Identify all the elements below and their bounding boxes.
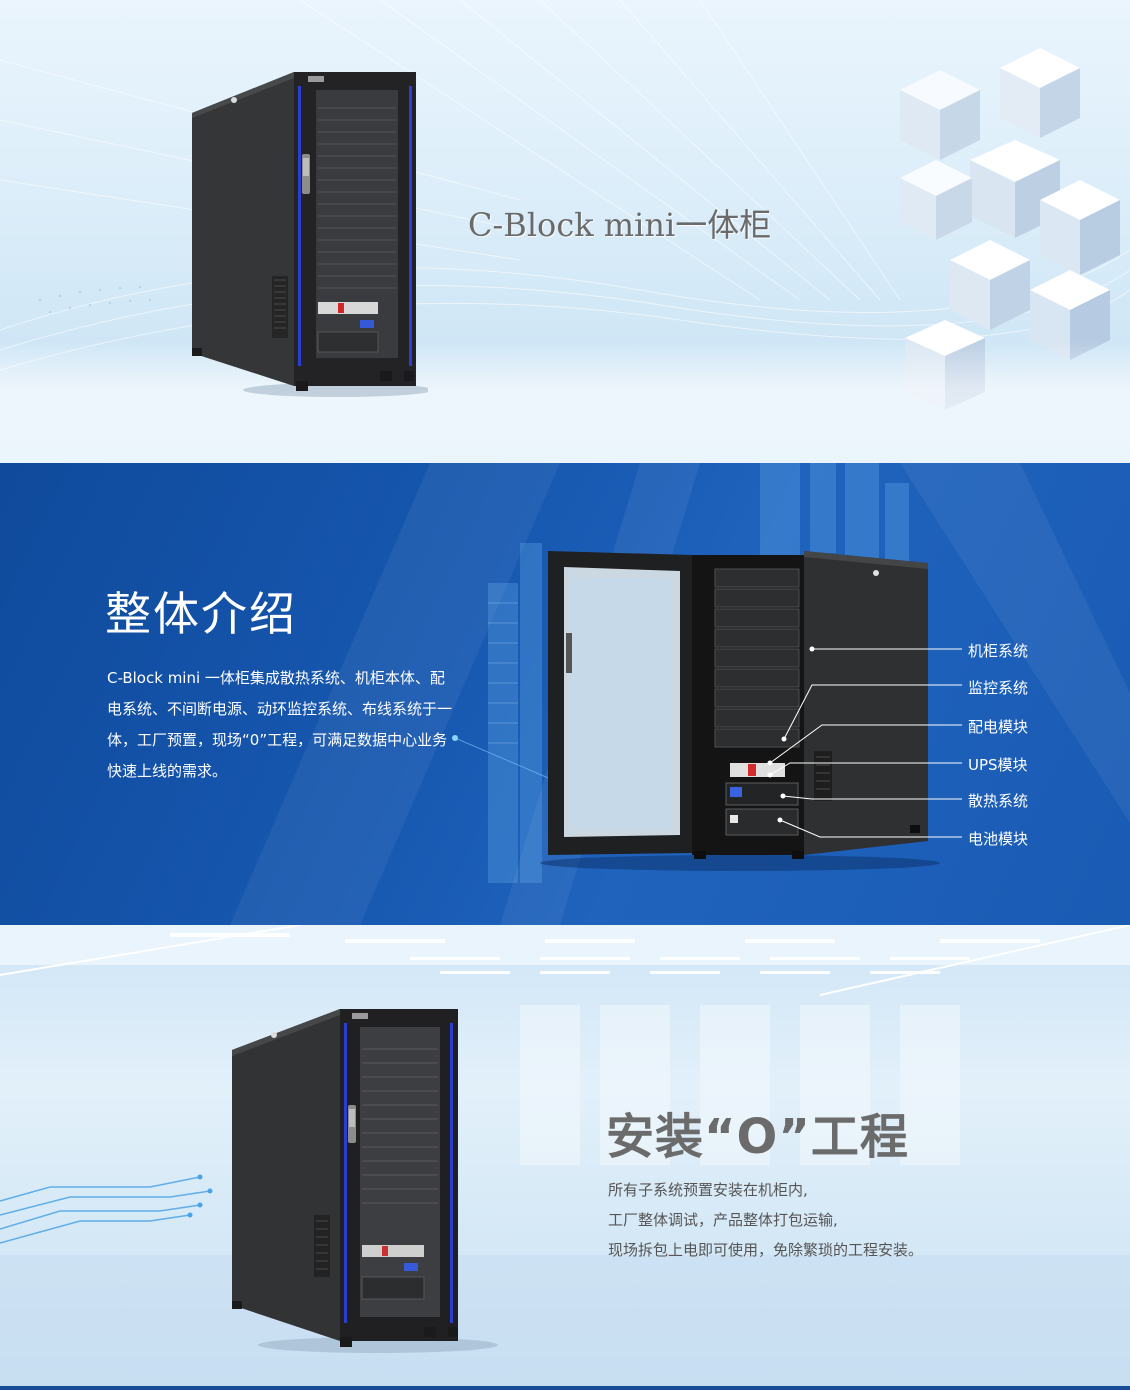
callout-label: 散热系统 bbox=[968, 792, 1029, 810]
bottom-divider bbox=[0, 1386, 1130, 1390]
callout-label: 机柜系统 bbox=[968, 642, 1029, 660]
callout-label: UPS模块 bbox=[968, 756, 1028, 774]
overview-title: 整体介绍 bbox=[105, 587, 297, 641]
overview-background-art bbox=[230, 463, 1130, 925]
description-line: 工厂整体调试，产品整体打包运输, bbox=[608, 1211, 838, 1229]
overview-paragraph: C-Block mini 一体柜集成散热系统、机柜本体、配电系统、不间断电源、动… bbox=[107, 669, 453, 780]
cabinet-image-open bbox=[540, 551, 940, 871]
cabinet-image-closed-room bbox=[232, 1009, 498, 1353]
hero-floor-glow bbox=[0, 340, 1130, 463]
hero-section: C-Block mini一体柜 bbox=[0, 0, 1130, 463]
overview-section: 整体介绍 C-Block mini 一体柜集成散热系统、机柜本体、配电系统、不间… bbox=[0, 463, 1130, 925]
description-line: 所有子系统预置安装在机柜内, bbox=[608, 1181, 808, 1199]
callout-label: 监控系统 bbox=[968, 679, 1029, 697]
callout-label: 配电模块 bbox=[968, 718, 1029, 736]
hero-title: C-Block mini一体柜 bbox=[468, 206, 772, 244]
cabinet-image-closed bbox=[192, 72, 428, 397]
zero-engineering-section: 安装“O”工程 所有子系统预置安装在机柜内, 工厂整体调试，产品整体打包运输, … bbox=[0, 925, 1130, 1390]
callout-label: 电池模块 bbox=[968, 830, 1029, 848]
zero-engineering-description: 所有子系统预置安装在机柜内, 工厂整体调试，产品整体打包运输, 现场拆包上电即可… bbox=[608, 1175, 1028, 1265]
zero-engineering-title: 安装“O”工程 bbox=[606, 1109, 909, 1165]
description-line: 现场拆包上电即可使用，免除繁琐的工程安装。 bbox=[608, 1241, 924, 1259]
zero-background-art bbox=[0, 925, 1130, 1390]
